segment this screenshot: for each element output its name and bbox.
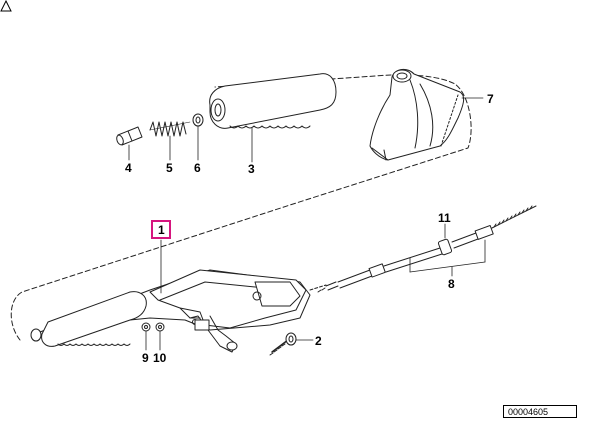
washer-part — [192, 113, 204, 127]
callout-6[interactable]: 6 — [194, 161, 201, 175]
spring-part — [149, 121, 191, 137]
callout-5[interactable]: 5 — [166, 161, 173, 175]
pin-part — [116, 126, 143, 146]
handle-grip-part — [209, 73, 337, 129]
callout-7[interactable]: 7 — [487, 92, 494, 106]
callout-3[interactable]: 3 — [248, 162, 255, 176]
cable-assembly — [309, 205, 537, 293]
warning-triangle-icon — [0, 0, 12, 12]
callout-10[interactable]: 10 — [153, 351, 167, 365]
nut-part — [141, 322, 151, 332]
callout-2[interactable]: 2 — [315, 334, 322, 348]
bolt-part — [269, 332, 297, 356]
callout-1[interactable]: 1 — [158, 223, 165, 237]
callout-11[interactable]: 11 — [438, 211, 451, 225]
callout-1-highlight — [151, 220, 171, 239]
diagram-part-number: 00004605 — [503, 405, 577, 418]
callout-4[interactable]: 4 — [125, 161, 132, 175]
callout-9[interactable]: 9 — [142, 351, 149, 365]
boot-part — [369, 69, 465, 161]
lever-assembly — [30, 269, 311, 353]
callout-8[interactable]: 8 — [448, 277, 455, 291]
small-washer-part — [155, 322, 165, 332]
leader-lines — [128, 97, 486, 351]
